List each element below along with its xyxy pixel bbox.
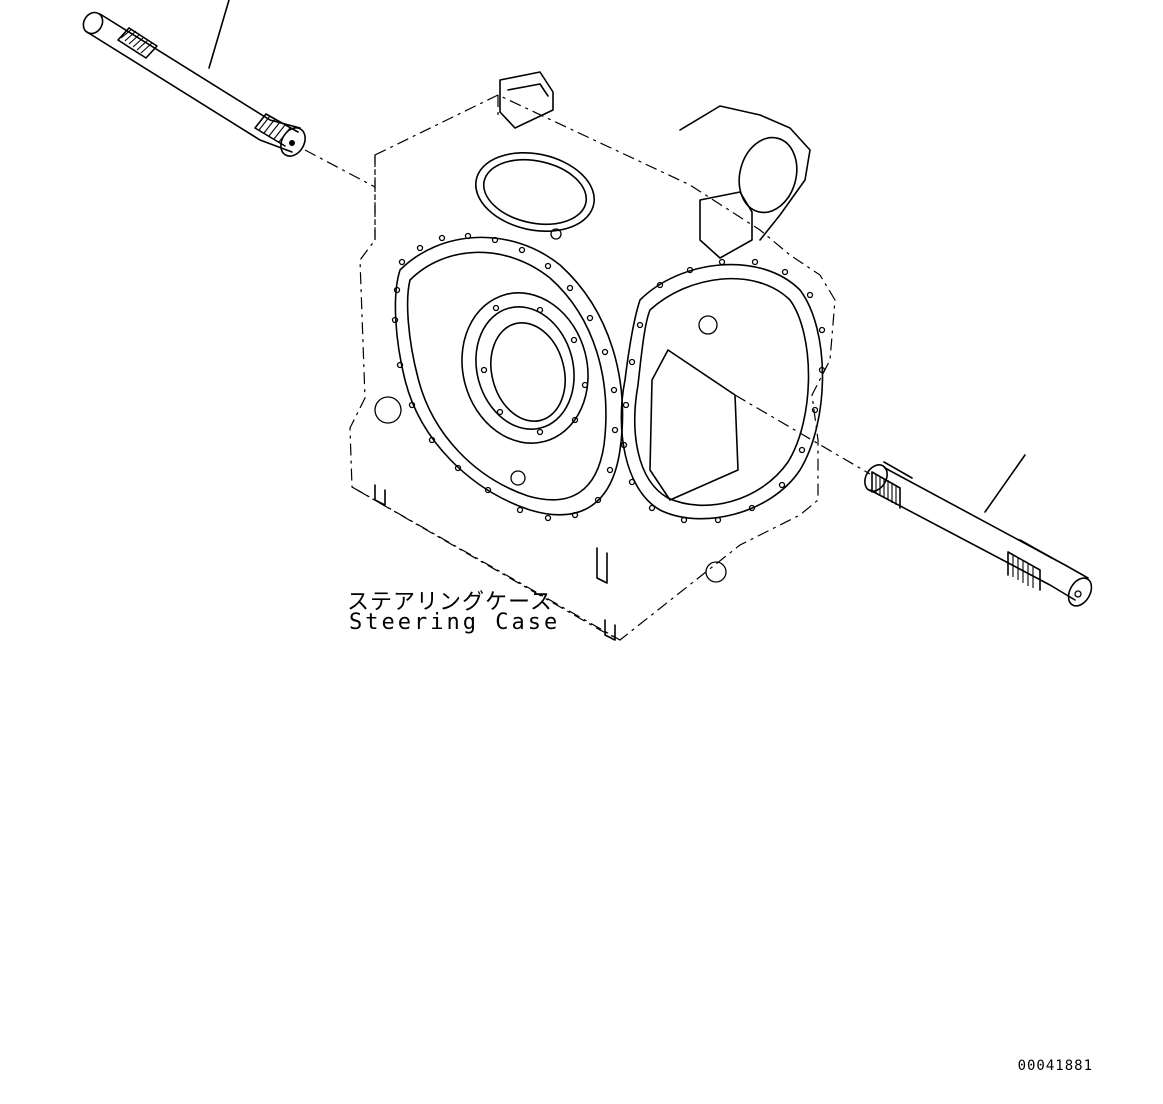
assembly-axis-upper: [304, 149, 376, 188]
part-label-english: Steering Case: [349, 610, 561, 635]
drawing-number: 00041881: [1017, 1058, 1093, 1074]
bolt-holes-left: [391, 232, 619, 522]
assembly-axis-lower: [734, 394, 871, 475]
bolt-holes-right: [620, 258, 826, 524]
steering-case: [349, 71, 836, 641]
part-label-japanese: ステアリングケース: [347, 590, 553, 615]
shaft-upper-left: [82, 0, 306, 157]
shaft-lower-right: [864, 454, 1093, 607]
